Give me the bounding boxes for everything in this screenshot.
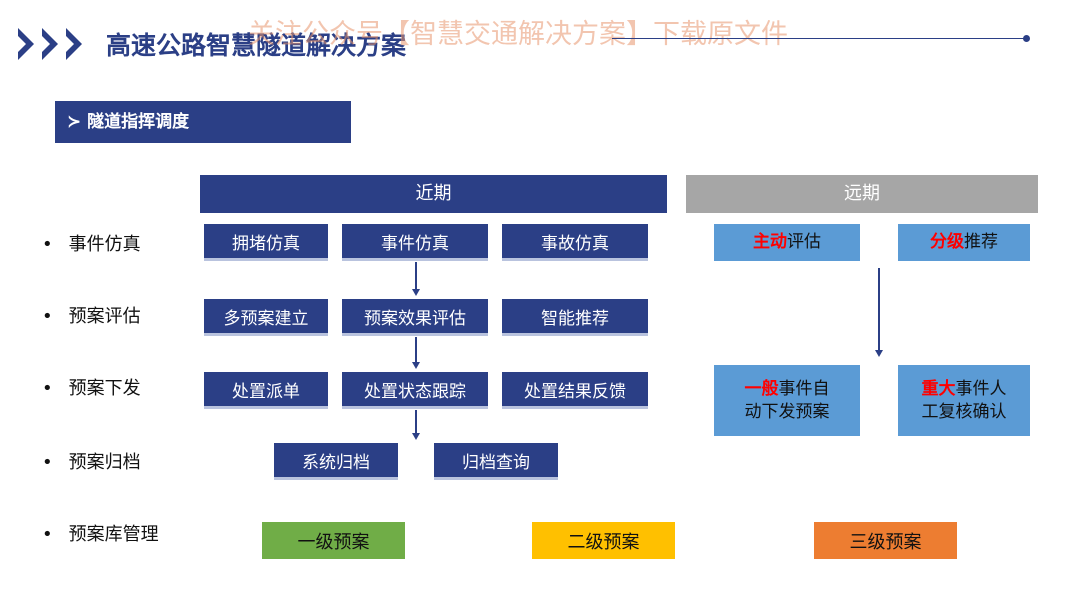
box-smart-recommendation: 智能推荐 <box>502 299 648 336</box>
box-multi-plan-creation: 多预案建立 <box>204 299 328 336</box>
box-status-tracking: 处置状态跟踪 <box>342 372 488 409</box>
box-general-event-auto-dispatch: 一般事件自 动下发预案 <box>714 365 860 436</box>
page-title: 高速公路智慧隧道解决方案 <box>106 31 407 60</box>
level-2-plan: 二级预案 <box>532 522 675 559</box>
box-congestion-simulation: 拥堵仿真 <box>204 224 328 261</box>
arrow-down-icon <box>412 433 420 440</box>
level-1-plan: 一级预案 <box>262 522 405 559</box>
row-label-plan-archive: 预案归档 <box>42 448 141 474</box>
box-dispatch-order: 处置派单 <box>204 372 328 409</box>
column-header-near-term: 近期 <box>200 175 667 213</box>
row-label-plan-library: 预案库管理 <box>42 520 159 546</box>
row-label-plan-evaluation: 预案评估 <box>42 302 141 328</box>
box-major-event-manual-review: 重大事件人 工复核确认 <box>898 365 1030 436</box>
connector-line <box>415 410 417 433</box>
box-plan-effect-evaluation: 预案效果评估 <box>342 299 488 336</box>
connector-line <box>415 337 417 362</box>
box-archive-query: 归档查询 <box>434 443 558 480</box>
row-label-event-simulation: 事件仿真 <box>42 230 141 256</box>
chevron-right-icon <box>18 28 34 60</box>
section-tab: ≻ 隧道指挥调度 <box>55 101 351 143</box>
connector-line <box>415 262 417 289</box>
arrow-down-icon <box>875 350 883 357</box>
box-active-evaluation: 主动评估 <box>714 224 860 261</box>
level-3-plan: 三级预案 <box>814 522 957 559</box>
column-header-long-term: 远期 <box>686 175 1038 213</box>
chevron-right-icon <box>42 28 58 60</box>
header-divider-dot <box>1023 35 1030 42</box>
connector-line <box>878 268 880 350</box>
box-result-feedback: 处置结果反馈 <box>502 372 648 409</box>
box-system-archive: 系统归档 <box>274 443 398 480</box>
watermark-text: 关注公众号【智慧交通解决方案】下载原文件 <box>248 19 788 50</box>
chevron-right-icon <box>66 28 82 60</box>
box-event-simulation: 事件仿真 <box>342 224 488 261</box>
row-label-plan-dispatch: 预案下发 <box>42 374 141 400</box>
box-accident-simulation: 事故仿真 <box>502 224 648 261</box>
box-graded-recommendation: 分级推荐 <box>898 224 1030 261</box>
header-divider <box>612 38 1026 39</box>
arrow-down-icon <box>412 289 420 296</box>
arrow-down-icon <box>412 362 420 369</box>
